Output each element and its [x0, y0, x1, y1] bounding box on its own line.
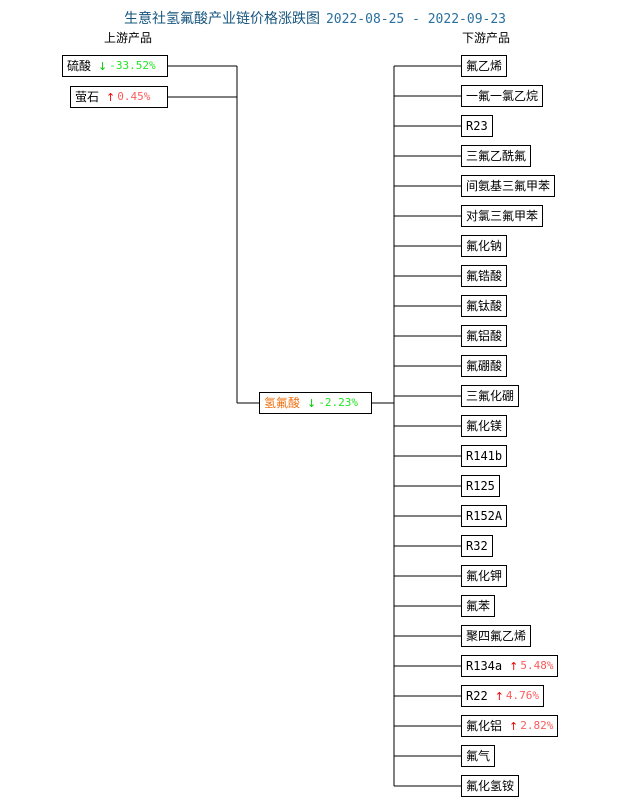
downstream-node-25[interactable]: 氟化氢铵	[461, 775, 520, 797]
node-label: 氟化镁	[466, 419, 503, 433]
downstream-node-24[interactable]: 氟气	[461, 745, 496, 767]
upstream-node-1[interactable]: 硫酸 ↓-33.52%	[62, 55, 168, 77]
downstream-node-19[interactable]: 氟苯	[461, 595, 496, 617]
node-label: 氟钛酸	[466, 299, 503, 313]
downstream-node-6[interactable]: 对氯三氟甲苯	[461, 205, 544, 227]
downstream-node-12[interactable]: 三氟化硼	[461, 385, 520, 407]
arrow-down-icon: ↓	[307, 396, 317, 410]
node-label: 氟化钠	[466, 239, 503, 253]
node-label: 三氟化硼	[466, 389, 515, 403]
downstream-node-23[interactable]: 氟化铝 ↑2.82%	[461, 715, 559, 737]
downstream-node-4[interactable]: 三氟乙酰氟	[461, 145, 532, 167]
node-label: R141b	[466, 449, 503, 463]
arrow-up-icon: ↑	[494, 689, 504, 703]
node-change-value: 4.76%	[505, 689, 540, 702]
node-change-up: ↑0.45%	[106, 87, 150, 107]
node-label: 氢氟酸	[264, 396, 301, 410]
downstream-node-10[interactable]: 氟铝酸	[461, 325, 508, 347]
node-change-value: 5.48%	[520, 659, 554, 672]
node-label: 聚四氟乙烯	[466, 629, 527, 643]
node-label: R23	[466, 119, 488, 133]
node-label: 氟化氢铵	[466, 779, 515, 793]
node-label: 氟苯	[466, 599, 491, 613]
node-label: 氟气	[466, 749, 491, 763]
node-change-up: ↑2.82%	[509, 716, 553, 736]
downstream-node-14[interactable]: R141b	[461, 445, 508, 467]
node-label: R152A	[466, 509, 503, 523]
chart-title: 生意社氢氟酸产业链价格涨跌图 2022-08-25 - 2022-09-23	[0, 8, 630, 28]
downstream-node-9[interactable]: 氟钛酸	[461, 295, 508, 317]
node-label: 对氯三氟甲苯	[466, 209, 539, 223]
chart-title-text: 生意社氢氟酸产业链价格涨跌图	[123, 11, 320, 27]
node-label: R125	[466, 479, 495, 493]
downstream-node-8[interactable]: 氟锆酸	[461, 265, 508, 287]
node-label: 氟乙烯	[466, 59, 503, 73]
arrow-down-icon: ↓	[98, 59, 108, 73]
node-label: 间氨基三氟甲苯	[466, 179, 551, 193]
downstream-node-17[interactable]: R32	[461, 535, 493, 557]
node-change-value: 0.45%	[117, 90, 151, 103]
node-change-down: ↓-33.52%	[98, 56, 156, 76]
downstream-node-15[interactable]: R125	[461, 475, 500, 497]
arrow-up-icon: ↑	[106, 90, 116, 104]
node-change-down: ↓-2.23%	[307, 393, 358, 413]
node-label: R32	[466, 539, 488, 553]
downstream-node-21[interactable]: R134a ↑5.48%	[461, 655, 559, 677]
downstream-node-3[interactable]: R23	[461, 115, 493, 137]
node-label: 三氟乙酰氟	[466, 149, 527, 163]
downstream-node-2[interactable]: 一氟一氯乙烷	[461, 85, 544, 107]
node-label: 氟化铝	[466, 719, 503, 733]
downstream-node-20[interactable]: 聚四氟乙烯	[461, 625, 532, 647]
node-change-up: ↑5.48%	[509, 656, 553, 676]
node-change-value: -2.23%	[318, 396, 358, 409]
arrow-up-icon: ↑	[509, 659, 519, 673]
downstream-node-11[interactable]: 氟硼酸	[461, 355, 508, 377]
node-change-value: 2.82%	[520, 719, 554, 732]
downstream-node-22[interactable]: R22 ↑4.76%	[461, 685, 545, 707]
node-label: 萤石	[75, 90, 100, 104]
node-label: 氟铝酸	[466, 329, 503, 343]
center-node-hydrofluoric-acid[interactable]: 氢氟酸 ↓-2.23%	[259, 392, 372, 414]
arrow-up-icon: ↑	[509, 719, 519, 733]
downstream-node-16[interactable]: R152A	[461, 505, 508, 527]
downstream-node-7[interactable]: 氟化钠	[461, 235, 508, 257]
node-label: 氟化钾	[466, 569, 503, 583]
upstream-node-2[interactable]: 萤石 ↑0.45%	[70, 86, 168, 108]
node-label: R134a	[466, 659, 503, 673]
downstream-node-5[interactable]: 间氨基三氟甲苯	[461, 175, 556, 197]
node-label: 硫酸	[67, 59, 92, 73]
node-label: 一氟一氯乙烷	[466, 89, 539, 103]
chart-date-range: 2022-08-25 - 2022-09-23	[325, 12, 506, 27]
node-label: 氟锆酸	[466, 269, 503, 283]
downstream-node-18[interactable]: 氟化钾	[461, 565, 508, 587]
downstream-node-1[interactable]: 氟乙烯	[461, 55, 508, 77]
upstream-column-header: 上游产品	[104, 31, 153, 45]
node-change-value: -33.52%	[109, 59, 156, 72]
node-change-up: ↑4.76%	[495, 686, 539, 706]
downstream-node-13[interactable]: 氟化镁	[461, 415, 508, 437]
node-label: 氟硼酸	[466, 359, 503, 373]
downstream-column-header: 下游产品	[462, 31, 511, 45]
node-label: R22	[466, 689, 488, 703]
